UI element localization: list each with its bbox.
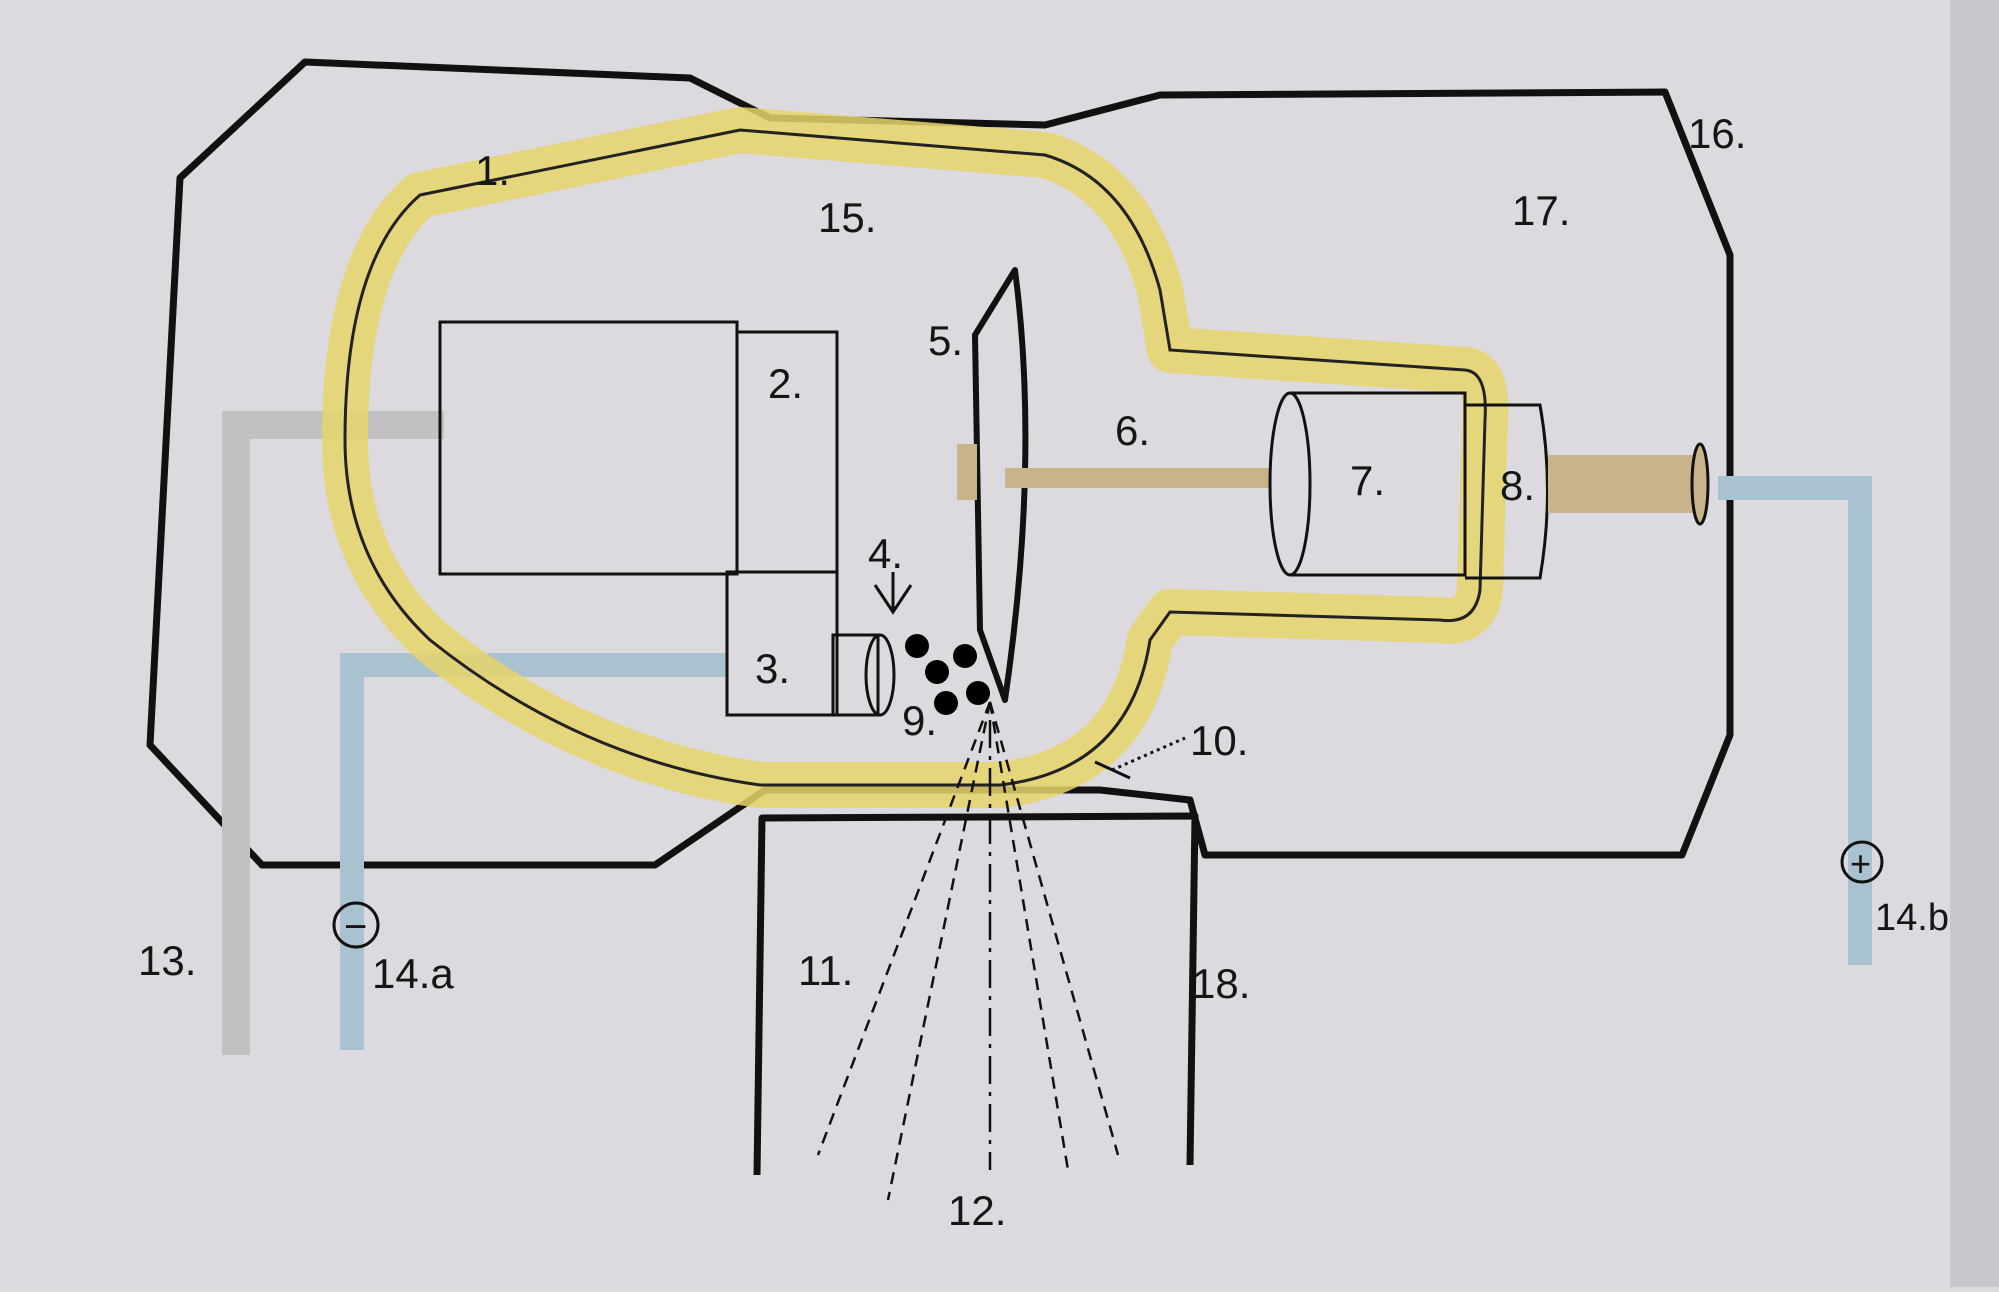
label-16: 16. bbox=[1688, 110, 1746, 157]
label-15: 15. bbox=[818, 194, 876, 241]
label-17: 17. bbox=[1512, 187, 1570, 234]
label-6: 6. bbox=[1115, 407, 1150, 454]
bearing-flange bbox=[1690, 442, 1710, 526]
electron bbox=[966, 681, 990, 705]
label-5: 5. bbox=[928, 317, 963, 364]
label-7: 7. bbox=[1350, 457, 1385, 504]
electron bbox=[905, 634, 929, 658]
paper-shadow-edge bbox=[1950, 0, 1999, 1287]
label-8: 8. bbox=[1500, 462, 1535, 509]
label-18: 18. bbox=[1192, 960, 1250, 1007]
xray-beam-outer-left bbox=[816, 701, 992, 1156]
bearing-stem bbox=[1548, 455, 1703, 513]
negative-sign: − bbox=[344, 905, 367, 949]
anode-shaft bbox=[1005, 468, 1285, 488]
label-9: 9. bbox=[902, 697, 937, 744]
filament-end bbox=[864, 633, 896, 717]
positive-terminal-symbol bbox=[1840, 840, 1884, 884]
glass-envelope bbox=[343, 128, 1487, 787]
rotor bbox=[1290, 391, 1467, 577]
electron bbox=[925, 660, 949, 684]
electron bbox=[953, 644, 977, 668]
label-3: 3. bbox=[755, 645, 790, 692]
filament-lead-gray bbox=[222, 411, 444, 1055]
xray-beam-inner-left bbox=[886, 701, 992, 1201]
label-14b: 14.b bbox=[1875, 897, 1949, 939]
focusing-cup bbox=[725, 570, 839, 717]
label-14a: 14.a bbox=[372, 950, 454, 997]
positive-sign: + bbox=[1850, 843, 1871, 884]
label-4: 4. bbox=[868, 530, 903, 577]
label-11: 11. bbox=[798, 947, 853, 994]
negative-terminal-symbol bbox=[332, 901, 380, 949]
anode-lead-blue bbox=[1718, 476, 1872, 965]
anode-shaft-stub bbox=[957, 444, 977, 500]
label-2: 2. bbox=[768, 360, 803, 407]
rotor-face bbox=[1268, 391, 1312, 577]
label-10: 10. bbox=[1190, 717, 1248, 764]
cathode-lead-blue bbox=[340, 653, 726, 1050]
electron bbox=[934, 691, 958, 715]
collimator-housing bbox=[753, 812, 1199, 1176]
label-1: 1. bbox=[475, 147, 510, 194]
label-12: 12. bbox=[948, 1187, 1006, 1234]
filament-arrow-head bbox=[873, 584, 913, 615]
label-13: 13. bbox=[138, 937, 196, 984]
stator bbox=[1465, 403, 1549, 580]
